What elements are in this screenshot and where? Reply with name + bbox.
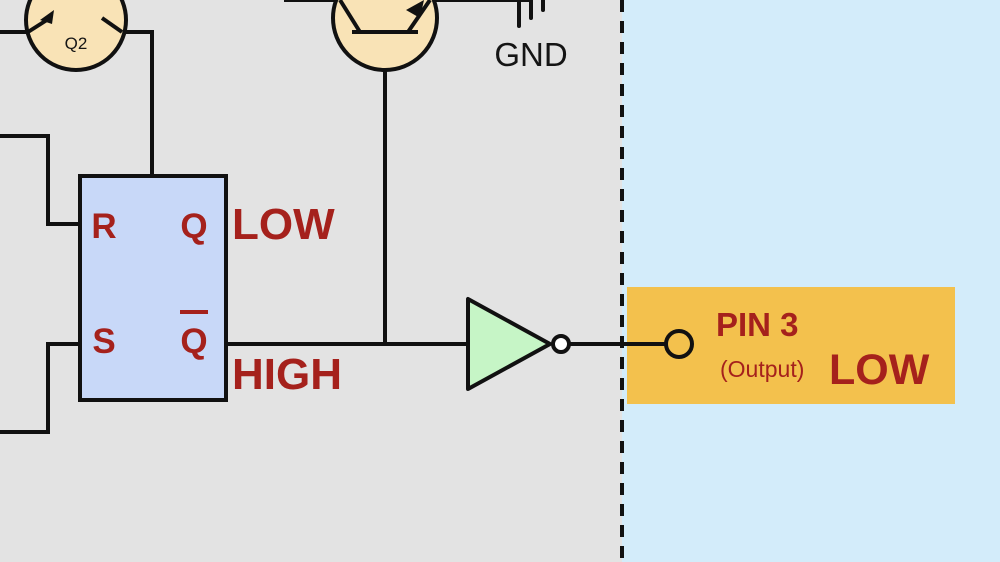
flipflop-r-label: R <box>91 207 116 246</box>
wire-s-input <box>0 342 82 434</box>
wire-r-input <box>0 134 82 226</box>
inverter-gate <box>466 297 571 391</box>
transistor-q2-emitter-arrow-icon <box>40 10 54 24</box>
flipflop-q-label: Q <box>180 207 207 246</box>
pin3-title: PIN 3 <box>716 306 799 343</box>
transistor-q2: Q2 <box>24 0 128 72</box>
transistor-top <box>331 0 439 72</box>
qbar-state-label: HIGH <box>232 350 342 399</box>
pin3-terminal-icon <box>664 329 694 359</box>
inverter-body <box>466 297 552 391</box>
sr-flipflop-body <box>78 174 228 402</box>
transistor-q2-collector <box>100 16 124 34</box>
sr-flipflop: R Q S Q <box>78 174 228 402</box>
transistor-top-emitter-arrow-icon <box>406 0 424 18</box>
pin3-state-label: LOW <box>829 346 930 394</box>
ground-symbol <box>517 0 545 28</box>
wire-q2-to-flipflop <box>120 30 154 178</box>
q-state-label: LOW <box>232 200 335 249</box>
external-region <box>622 0 1000 562</box>
flipflop-s-label: S <box>92 322 115 361</box>
wires <box>0 0 668 434</box>
gnd-label: GND <box>494 36 567 73</box>
transistor-top-collector <box>338 0 362 34</box>
transistor-top-body <box>331 0 439 72</box>
inverter-bubble-icon <box>551 334 571 354</box>
pin3-subtitle: (Output) <box>720 356 804 382</box>
flipflop-qbar-label: Q <box>180 322 207 361</box>
transistor-q2-label: Q2 <box>65 34 88 53</box>
